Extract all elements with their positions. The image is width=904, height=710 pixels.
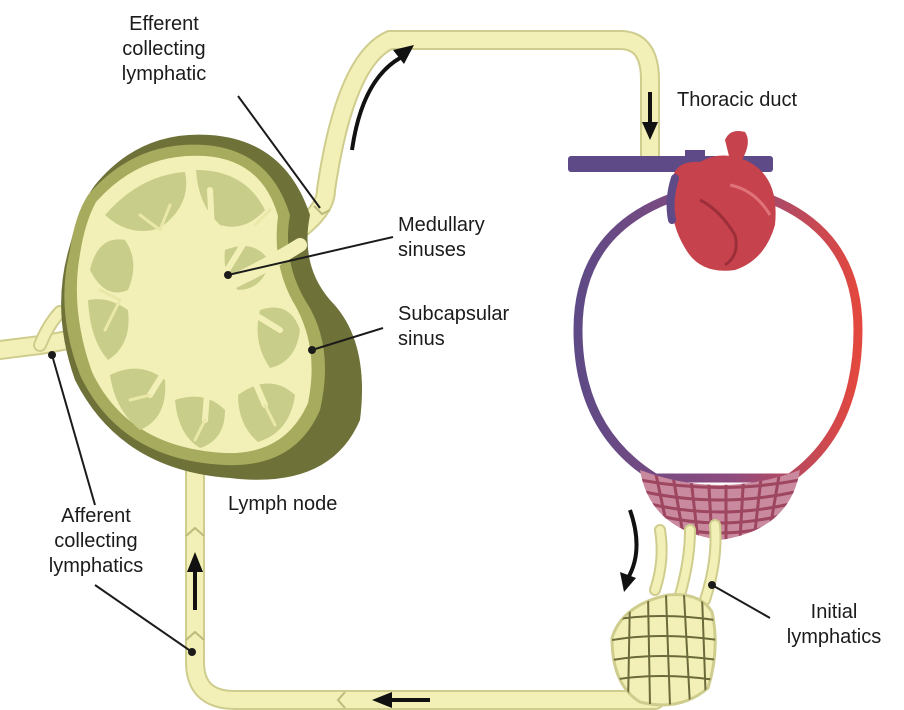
afferent-label-line-2: collecting — [22, 529, 170, 554]
medullary-sinuses-label: Medullary sinuses — [398, 213, 485, 263]
initial-label-line-2: lymphatics — [768, 625, 900, 650]
heart — [671, 131, 776, 271]
efferent-label-line-2: collecting — [98, 37, 230, 62]
medullary-label-line-1: Medullary — [398, 213, 485, 238]
efferent-label-line-3: lymphatic — [98, 62, 230, 87]
thoracic-duct-label: Thoracic duct — [677, 88, 797, 113]
initial-lymphatics-label: Initial lymphatics — [768, 600, 900, 650]
afferent-label-line-1: Afferent — [22, 504, 170, 529]
efferent-collecting-lymphatic-label: Efferent collecting lymphatic — [98, 12, 230, 87]
efferent-label-line-1: Efferent — [98, 12, 230, 37]
afferent-label-line-3: lymphatics — [22, 554, 170, 579]
initial-lymphatics — [612, 525, 718, 705]
subcapsular-sinus-label: Subcapsular sinus — [398, 302, 509, 352]
blood-circulation — [568, 131, 858, 540]
afferent-collecting-lymphatics-label: Afferent collecting lymphatics — [22, 504, 170, 579]
medullary-label-line-2: sinuses — [398, 238, 485, 263]
lymph-node-label: Lymph node — [228, 492, 337, 517]
subcapsular-label-line-1: Subcapsular — [398, 302, 509, 327]
arrow-curved-capillary — [628, 510, 637, 578]
initial-label-line-1: Initial — [768, 600, 900, 625]
subcapsular-label-line-2: sinus — [398, 327, 509, 352]
